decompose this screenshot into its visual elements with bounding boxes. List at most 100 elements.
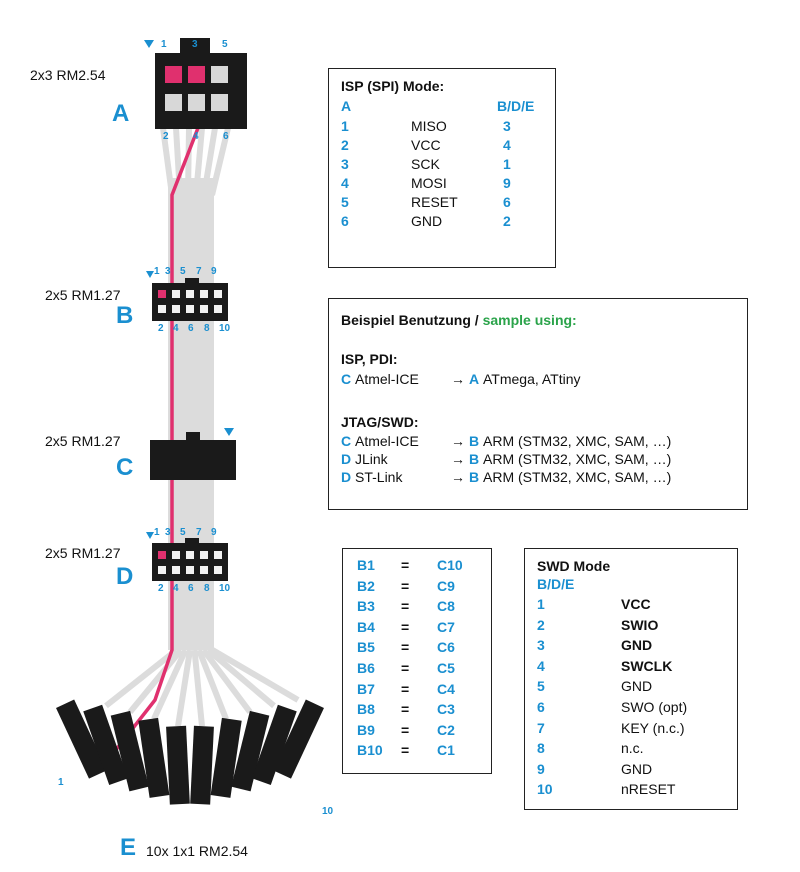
arrow-right-icon: →	[451, 469, 465, 485]
connector-d-letter: D	[116, 563, 134, 590]
usage-connector-from: C	[341, 433, 352, 449]
pin-label: 9	[211, 527, 217, 538]
swd-signal: KEY (n.c.)	[621, 719, 685, 736]
pin-label: 1	[58, 777, 64, 788]
connector-c	[150, 428, 236, 480]
map-c-pin: C10	[437, 557, 463, 573]
arrow-right-icon: →	[451, 371, 465, 387]
pin-label: 2	[158, 323, 164, 334]
single-pin-plug	[272, 699, 324, 779]
swd-pin: 6	[537, 699, 545, 715]
isp-pin-a: 2	[341, 137, 349, 153]
single-pin-plug	[56, 699, 108, 779]
usage-title: Beispiel Benutzung / sample using:	[341, 312, 577, 328]
pin-label: 3	[165, 527, 171, 538]
swd-signal: GND	[621, 637, 653, 654]
fan-out-wires	[104, 647, 300, 727]
pin-hole	[200, 551, 208, 559]
map-b-pin: B3	[357, 598, 375, 615]
pin-label: 6	[188, 583, 194, 594]
swd-signal: SWO (opt)	[621, 699, 688, 715]
pin-label: 1	[161, 39, 167, 50]
pin-label: 10	[219, 583, 231, 594]
usage-title-en: sample using:	[482, 312, 577, 328]
pin-hole	[214, 305, 222, 313]
map-c-pin: C9	[437, 577, 455, 594]
pin-label: 7	[196, 266, 202, 277]
pin-hole	[172, 305, 180, 313]
pin-1-marker	[165, 66, 182, 83]
map-c-pin: C8	[437, 598, 455, 615]
connector-e	[56, 699, 324, 805]
isp-pin-bde: 4	[503, 137, 511, 153]
map-equals: =	[401, 618, 410, 635]
swd-pin: 7	[537, 719, 545, 736]
pin1-triangle-icon	[144, 40, 154, 48]
isp-pin-bde: 3	[503, 118, 511, 134]
single-pin-plug	[166, 725, 190, 805]
usage-connector-to: A	[469, 371, 480, 387]
fan-out-wire	[196, 648, 229, 720]
swd-pin: 8	[537, 740, 545, 757]
fan-out-wire	[191, 649, 205, 727]
swd-signal: SWIO	[621, 616, 659, 633]
pin-label: 8	[204, 583, 210, 594]
map-c-pin: C3	[437, 701, 455, 718]
map-b-pin: B10	[357, 742, 383, 759]
isp-pin-bde: 9	[503, 175, 511, 191]
map-b-pin: B8	[357, 701, 375, 718]
map-c-pin: C7	[437, 618, 455, 635]
single-pin-plug	[190, 725, 214, 805]
pin-1-marker	[158, 290, 166, 298]
pin-label: 6	[223, 131, 229, 142]
pin-label: 4	[193, 131, 199, 142]
pin-hole	[200, 566, 208, 574]
usage-tool: Atmel-ICE	[355, 371, 419, 387]
connector-e-letter: E	[120, 834, 137, 861]
map-c-pin: C1	[437, 742, 455, 759]
usage-title-de: Beispiel Benutzung /	[341, 312, 479, 328]
swd-pin: 2	[537, 616, 545, 633]
pin1-triangle-icon	[224, 428, 234, 436]
swd-pin: 4	[537, 657, 545, 674]
map-b-pin: B7	[357, 680, 375, 697]
pin-hole	[186, 305, 194, 313]
pin-hole	[200, 290, 208, 298]
pin-label: 1	[154, 527, 160, 538]
map-equals: =	[401, 639, 410, 656]
fan-out-wire	[151, 648, 189, 721]
pin-label: 2	[158, 583, 164, 594]
isp-pin-a: 6	[341, 213, 349, 229]
connector-a-title: 2x3 RM2.54	[30, 67, 106, 83]
pin-hole	[186, 566, 194, 574]
usage-target: ARM (STM32, XMC, SAM, …)	[483, 451, 672, 467]
connector-a-letter: A	[112, 100, 130, 127]
isp-pin-a: 4	[341, 175, 349, 191]
fan-out-wire	[175, 649, 193, 727]
pin1-triangle-icon	[146, 271, 154, 278]
map-b-pin: B6	[357, 660, 375, 676]
swd-signal: SWCLK	[621, 657, 673, 674]
pin-label: 8	[204, 323, 210, 334]
isp-header-bde: B/D/E	[497, 98, 535, 114]
isp-pin-a: 1	[341, 118, 349, 134]
fan-out-wire	[127, 648, 184, 715]
isp-signal: SCK	[411, 156, 440, 172]
pin-label: 5	[180, 266, 186, 277]
pin-label: 5	[180, 527, 186, 538]
fan-out-wire	[201, 648, 253, 714]
map-c-pin: C5	[437, 660, 455, 676]
fan-in-wires	[160, 127, 231, 196]
map-b-pin: B9	[357, 721, 375, 738]
single-pin-plug	[138, 717, 170, 798]
fan-out-wire	[104, 647, 179, 709]
usage-target: ATmega, ATtiny	[483, 371, 581, 387]
usage-box: Beispiel Benutzung / sample using: ISP, …	[328, 298, 748, 510]
single-pin-plug	[83, 704, 129, 785]
isp-pin-a: 5	[341, 194, 349, 210]
swd-signal: nRESET	[621, 781, 676, 798]
isp-pin-a: 3	[341, 156, 349, 172]
swd-table-title: SWD Mode	[537, 558, 611, 574]
map-b-pin: B5	[357, 639, 375, 656]
